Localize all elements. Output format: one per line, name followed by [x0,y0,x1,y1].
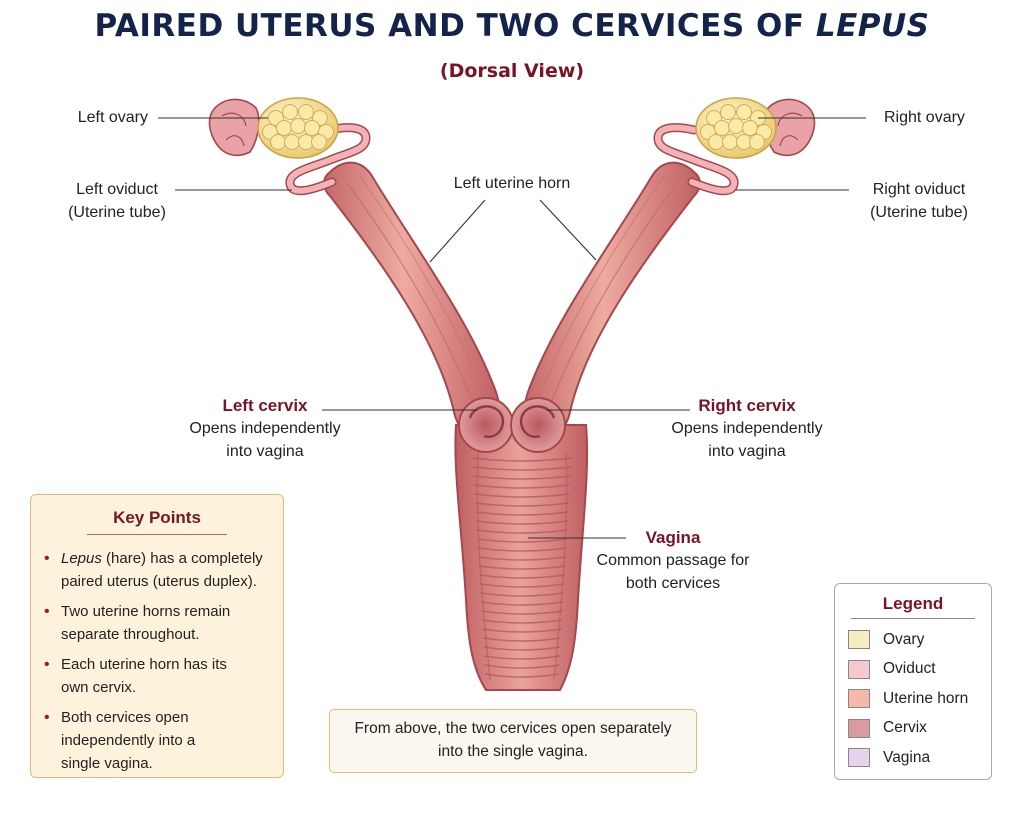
legend-swatch [848,748,870,768]
legend-item-ovary: Ovary [835,625,991,655]
left-oviduct-shape [285,123,371,196]
legend-label: Vagina [883,748,931,766]
leader-lines [158,117,866,539]
page-subtitle: (Dorsal View) [439,60,585,82]
label-right-cervix-desc2: into vagina [708,443,786,460]
summary-line-2: into the single vagina. [438,743,588,760]
label-left-oviduct-name: Left oviduct [76,181,158,198]
right-cervix-shape [510,397,566,453]
legend-swatch [848,689,870,709]
label-vagina-desc1: Common passage for [596,552,750,569]
legend-item-uterine-horn: Uterine horn [835,684,991,714]
label-right-oviduct-name: Right oviduct [872,181,966,198]
legend-heading: Legend [882,594,944,613]
right-oviduct-shape [653,123,739,196]
legend-label: Ovary [883,630,925,648]
legend-swatch [848,659,870,679]
label-left-cervix-desc2: into vagina [226,443,304,460]
legend-item-oviduct: Oviduct [835,655,991,685]
key-points-box: Key Points Lepus (hare) has a completely… [30,494,284,778]
summary-note: From above, the two cervices open separa… [329,709,697,773]
label-right-oviduct: Right oviduct (Uterine tube) [854,178,984,224]
vagina-shape [454,424,589,691]
label-left-cervix-desc1: Opens independently [189,420,341,437]
legend-swatch [848,630,870,650]
legend-divider [851,618,975,619]
label-left-cervix: Left cervix Opens independently into vag… [180,394,350,463]
legend-label: Oviduct [883,660,936,678]
key-points-divider [87,534,227,535]
left-ovary-shape [257,97,339,159]
label-vagina: Vagina Common passage for both cervices [588,526,758,595]
label-vagina-desc2: both cervices [625,575,721,592]
legend-item-vagina: Vagina [835,743,991,773]
label-right-cervix-name: Right cervix [698,396,796,415]
right-uterine-horn-shape [523,161,701,436]
label-right-oviduct-sub: (Uterine tube) [870,204,968,221]
right-ovary-shape [695,97,777,159]
legend-swatch [848,718,870,738]
page-title: PAIRED UTERUS AND TWO CERVICES OF LEPUS [94,8,930,44]
label-left-cervix-name: Left cervix [222,396,308,415]
legend-box: Legend Ovary Oviduct Uterine horn Cervix… [834,583,992,780]
label-vagina-name: Vagina [645,528,701,547]
label-left-oviduct: Left oviduct (Uterine tube) [52,178,182,224]
label-left-oviduct-sub: (Uterine tube) [68,204,166,221]
legend-label: Cervix [883,719,927,737]
left-uterine-horn-shape [323,161,501,436]
label-right-cervix: Right cervix Opens independently into va… [662,394,832,463]
key-points-heading: Key Points [113,508,201,527]
left-cervix-shape [458,397,514,453]
label-left-uterine-horn: Left uterine horn [453,175,571,192]
left-fimbria-shape [208,98,260,157]
label-right-ovary: Right ovary [884,109,965,126]
summary-line-1: From above, the two cervices open separa… [354,720,672,737]
legend-item-cervix: Cervix [835,714,991,744]
right-fimbria-shape [764,98,816,157]
legend-label: Uterine horn [883,689,969,707]
label-right-cervix-desc1: Opens independently [671,420,823,437]
label-left-ovary: Left ovary [77,109,148,126]
